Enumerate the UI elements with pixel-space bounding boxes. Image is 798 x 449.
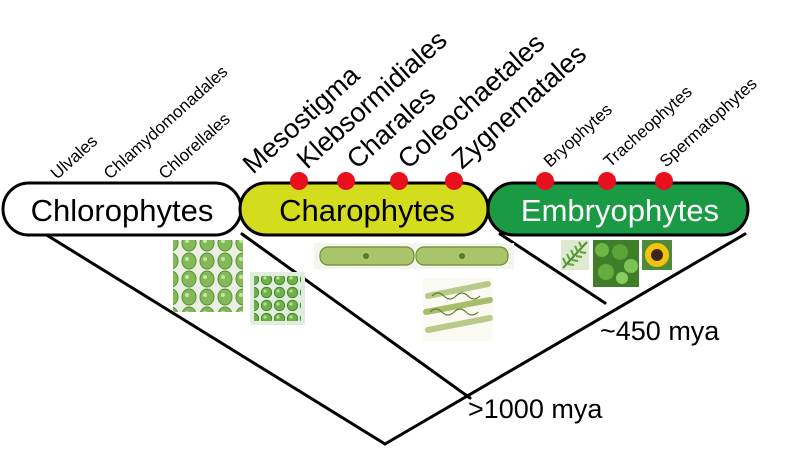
- moss-image: [593, 240, 639, 287]
- date-label-outer: >1000 mya: [468, 394, 603, 424]
- chlorophytes-label: Chlorophytes: [31, 193, 214, 228]
- marker-tracheophytes: [598, 172, 616, 190]
- fern-image: [561, 240, 589, 270]
- marker-zygnematales: [445, 172, 463, 190]
- charophytes-label: Charophytes: [279, 193, 455, 228]
- group-charophytes: Charophytes: [238, 181, 490, 237]
- embryophytes-pill: [486, 181, 750, 237]
- marker-coleochaetales: [390, 172, 408, 190]
- taxon-label: Ulvales: [47, 132, 101, 183]
- taxon-markers: [290, 172, 673, 190]
- marker-bryophytes: [536, 172, 554, 190]
- taxon-labels: Ulvales Chlamydomonadales Chlorellales M…: [47, 25, 761, 183]
- taxon-label: Spermatophytes: [656, 74, 761, 171]
- date-label-inner: ~450 mya: [600, 316, 720, 346]
- phylogenetic-tree: [43, 232, 747, 446]
- embryophytes-label: Embryophytes: [521, 193, 719, 228]
- green-cell-colony-image: [250, 272, 305, 325]
- sunflower-image: [642, 240, 672, 270]
- chlorophyte-charophyte-split: [240, 232, 472, 400]
- marker-charales: [337, 172, 355, 190]
- root-branch-left: [43, 232, 387, 446]
- marker-klebsormidiales: [290, 172, 308, 190]
- spiral-filaments-image: [423, 278, 493, 341]
- embryophyte-split: [498, 232, 607, 305]
- group-chlorophytes: Chlorophytes: [1, 181, 243, 237]
- filamentous-alga-image: [314, 243, 514, 269]
- marker-spermatophytes: [655, 172, 673, 190]
- root-branch-right: [383, 232, 747, 446]
- group-embryophytes: Embryophytes: [486, 181, 750, 237]
- chlorella-cells-image: [173, 240, 243, 312]
